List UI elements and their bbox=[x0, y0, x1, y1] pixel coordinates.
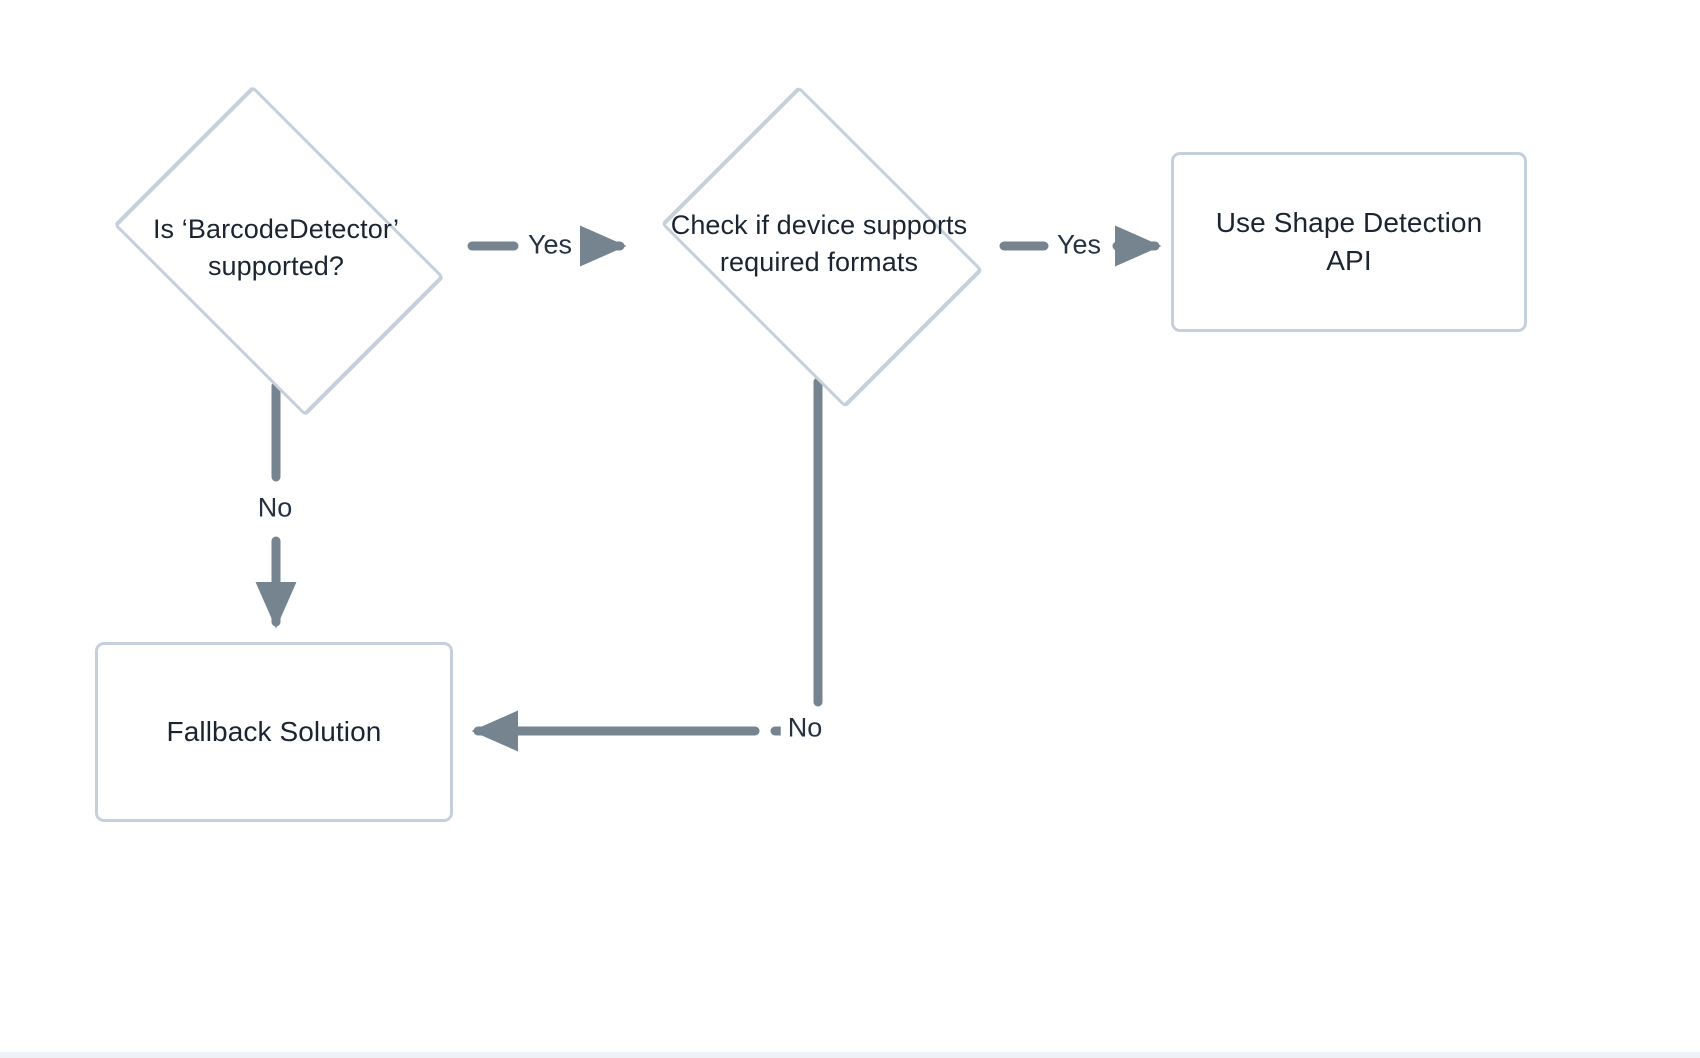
node-label: Is ‘BarcodeDetector’ supported? bbox=[152, 214, 400, 281]
node-fallback-solution[interactable]: Fallback Solution bbox=[95, 642, 453, 822]
bottom-edge-strip bbox=[0, 1052, 1700, 1058]
edge-label-no-n1-n4: No bbox=[250, 492, 300, 524]
node-label: Use Shape Detection API bbox=[1215, 206, 1483, 276]
edge-label-yes-n1-n2: Yes bbox=[520, 229, 580, 261]
node-decision-device-supports-formats[interactable]: Check if device supports required format… bbox=[640, 85, 998, 409]
edge-label-no-n2-n4: No bbox=[780, 712, 830, 744]
node-label: Fallback Solution bbox=[166, 715, 382, 747]
edge-n2-n4 bbox=[471, 377, 823, 752]
node-decision-barcodedetector-supported[interactable]: Is ‘BarcodeDetector’ supported? bbox=[90, 85, 462, 417]
node-use-shape-detection-api[interactable]: Use Shape Detection API bbox=[1171, 152, 1527, 332]
node-label: Check if device supports required format… bbox=[670, 210, 968, 277]
edge-label-yes-n2-n3: Yes bbox=[1049, 229, 1109, 261]
